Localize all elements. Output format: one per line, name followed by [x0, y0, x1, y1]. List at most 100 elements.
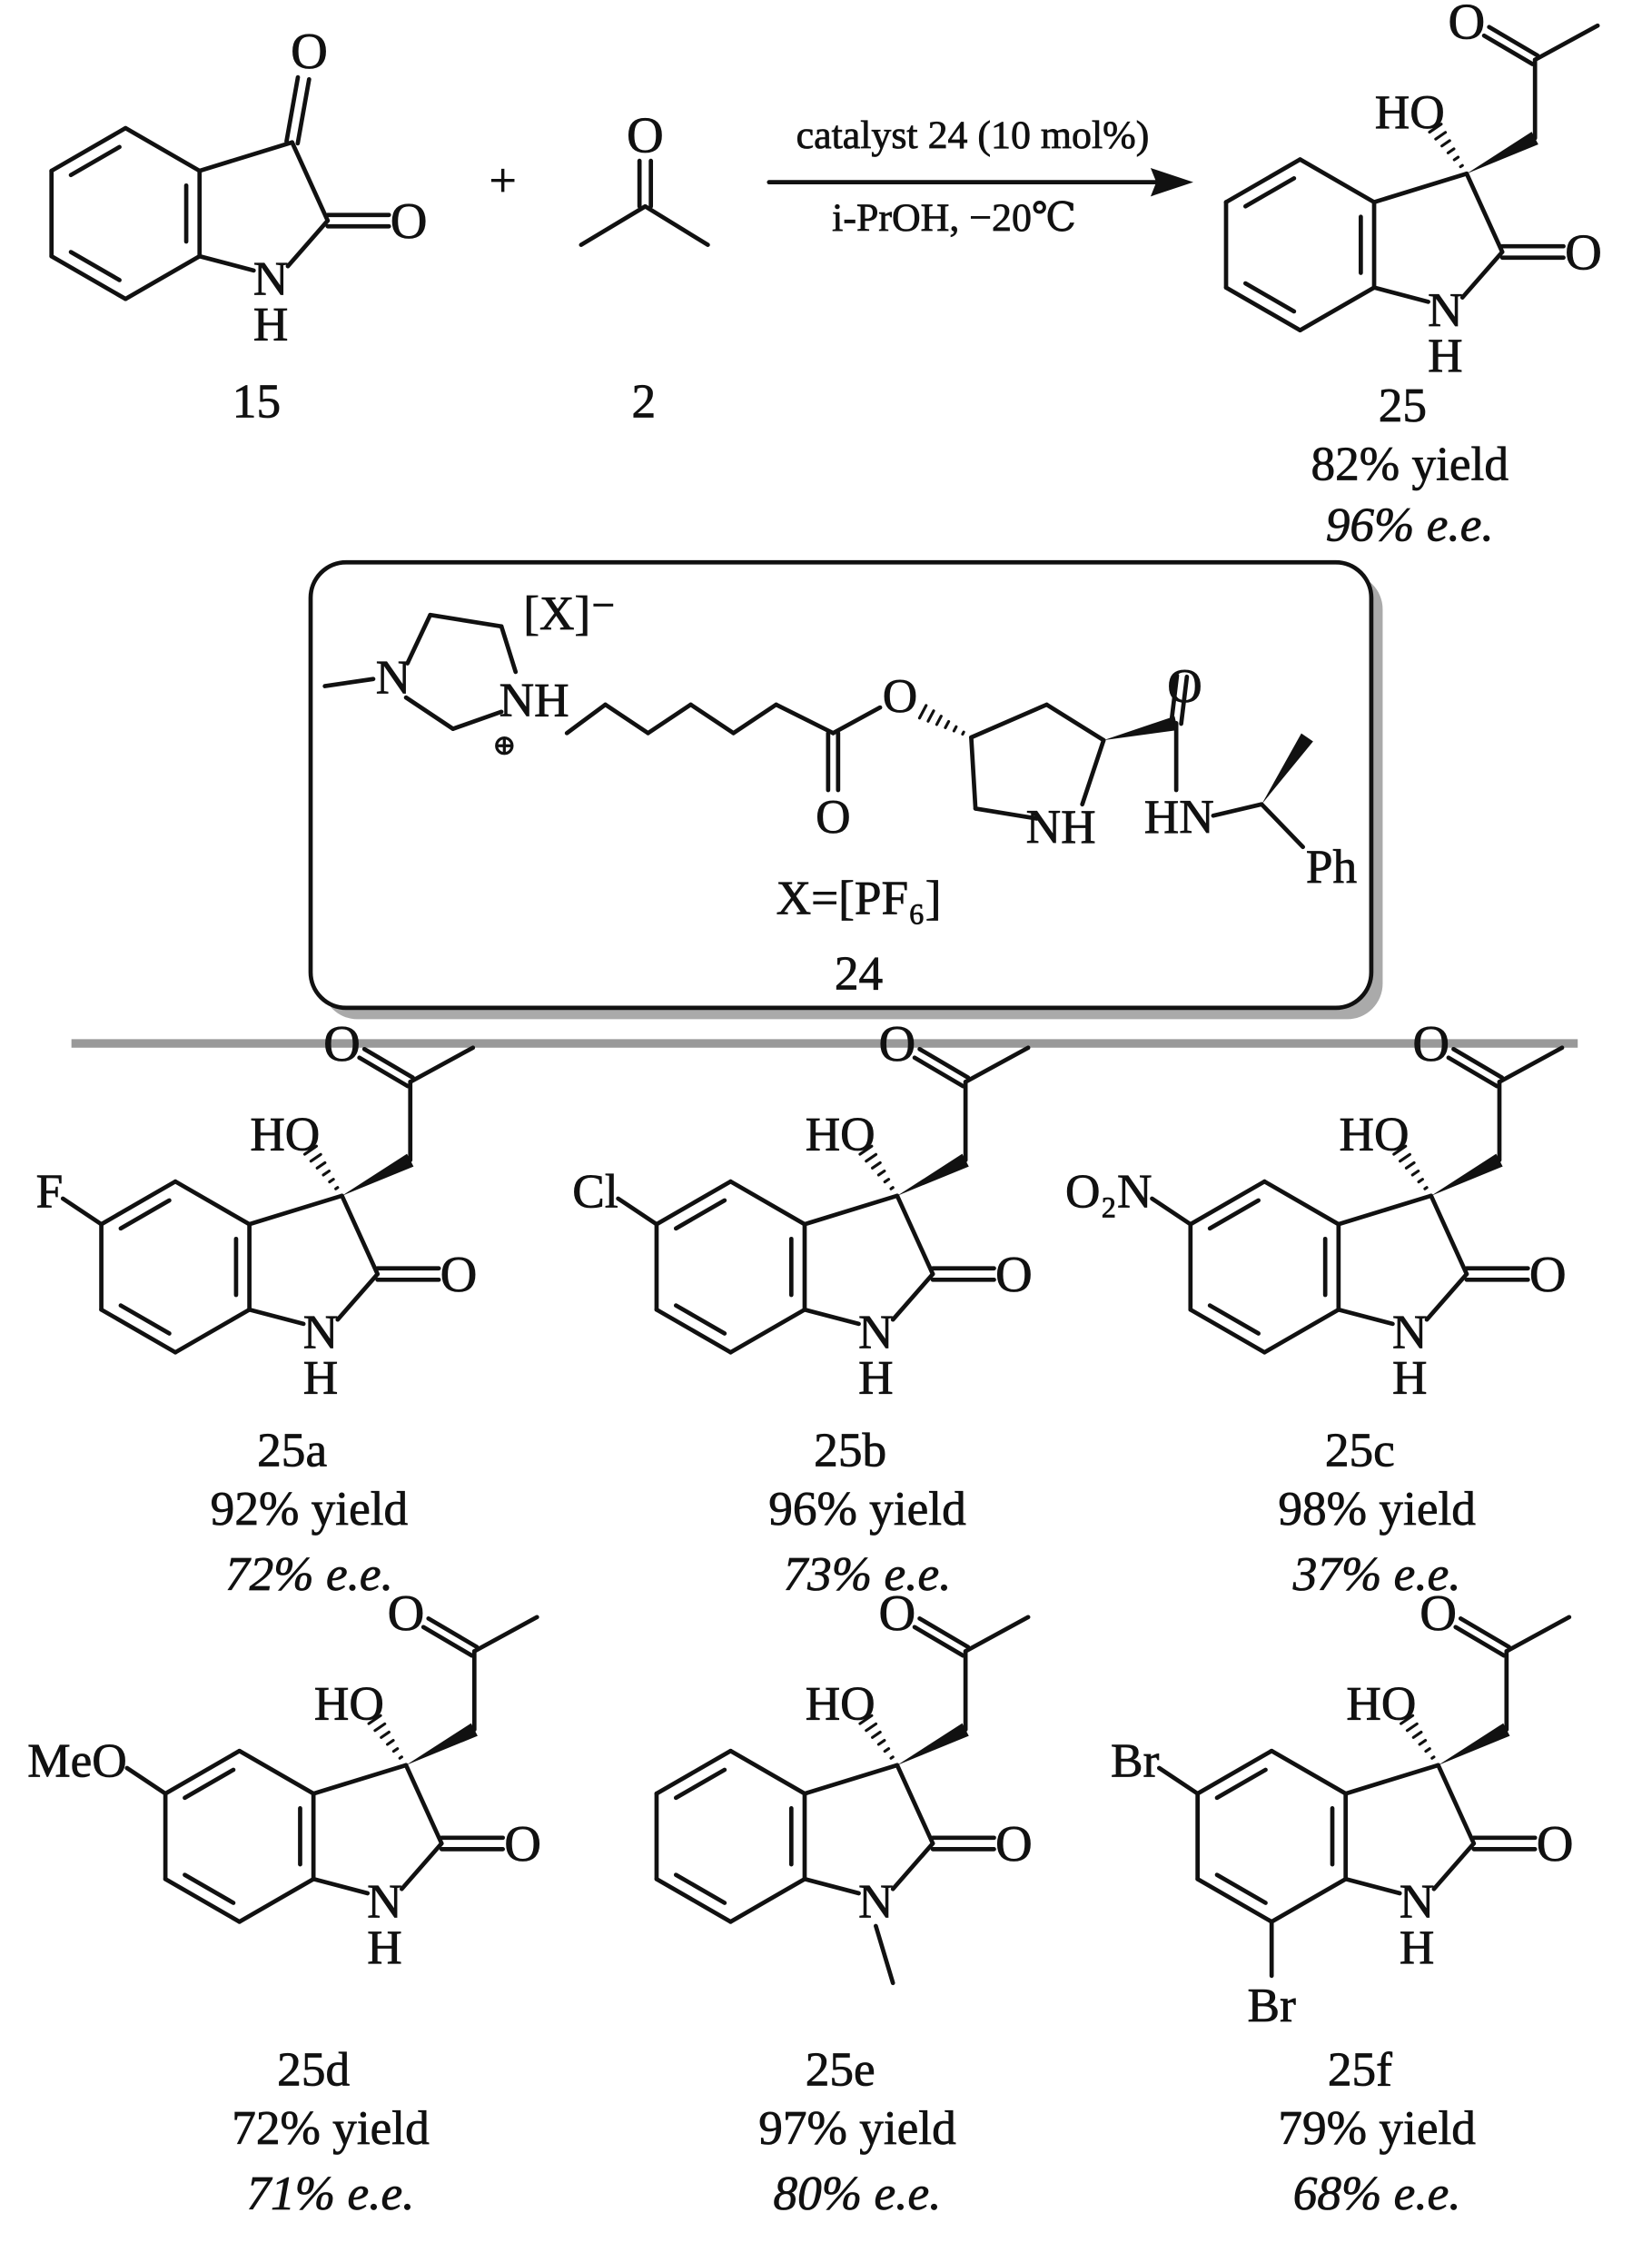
- ring-bond: [405, 612, 433, 666]
- inner-double-bond: [1243, 281, 1297, 314]
- ketone-bond: [1481, 33, 1535, 66]
- ketone-oxygen: O: [879, 1585, 916, 1642]
- nitrogen-label: N: [858, 1306, 893, 1359]
- ring-bond: [1429, 1193, 1469, 1277]
- nh-plus-label: NH: [500, 674, 569, 727]
- inner-double-bond: [68, 144, 122, 178]
- hash-line: [1446, 147, 1456, 154]
- c3-carbonyl-bond: [284, 74, 301, 144]
- hash-line: [1424, 1747, 1431, 1753]
- ring-bond: [1459, 250, 1505, 300]
- hash-line: [373, 1722, 387, 1733]
- ring-bond: [895, 1763, 935, 1846]
- inner-double-bond: [183, 1872, 236, 1905]
- hash-line: [1399, 1152, 1411, 1163]
- ring-bond: [1336, 1307, 1395, 1327]
- benzene-bond: [728, 1748, 807, 1796]
- hash-line: [1459, 163, 1464, 169]
- plus-sign: +: [490, 153, 517, 207]
- hash-line: [1410, 1169, 1420, 1177]
- ketone-oxygen: O: [1412, 1016, 1449, 1072]
- hydroxyl-label: HO: [1340, 1108, 1410, 1161]
- substituent-bond: [124, 1765, 168, 1796]
- c5-substituent-label: Br: [1111, 1733, 1160, 1787]
- hydroxyl-hashed-bond: [858, 1144, 895, 1190]
- carbonyl-oxygen: O: [1529, 1247, 1567, 1303]
- inner-double-bond: [1214, 1767, 1268, 1801]
- compound-label: 25e: [806, 2043, 875, 2097]
- ring-bond: [197, 140, 294, 173]
- hash-line: [1400, 1714, 1415, 1725]
- benzene-bond: [654, 1748, 733, 1796]
- catalyst-box: [308, 559, 1374, 1011]
- carbonyl-oxygen: O: [995, 1816, 1033, 1872]
- hash-line: [858, 1144, 874, 1156]
- carbonyl-oxygen: O: [504, 1816, 541, 1872]
- hash-line: [1405, 1722, 1419, 1733]
- hydroxyl-hashed-bond: [1400, 1714, 1436, 1760]
- ketone-bond: [1458, 1616, 1511, 1650]
- ring-bond: [802, 1876, 861, 1896]
- ch2-wedge-bond: [1438, 1723, 1510, 1765]
- compound-label: 25a: [257, 1424, 327, 1477]
- nh-hydrogen-label: H: [253, 298, 288, 351]
- ring-bond: [1044, 702, 1106, 743]
- ring-bond: [311, 1763, 409, 1796]
- hash-line: [1440, 139, 1451, 148]
- compound-label-15: 15: [232, 374, 281, 428]
- c3-carbonyl-bond: [295, 76, 312, 146]
- hash-line: [321, 1169, 331, 1177]
- ring-bond: [290, 140, 331, 223]
- bond: [579, 203, 648, 247]
- benzene-bond: [1195, 1748, 1274, 1796]
- hash-line: [367, 1714, 382, 1725]
- ketone-bond: [361, 1046, 415, 1081]
- benzene-bond: [49, 125, 128, 173]
- hash-line: [926, 709, 935, 723]
- methyl-bond: [1497, 1045, 1565, 1084]
- hash-line: [865, 1722, 878, 1733]
- c3-oxygen: O: [291, 24, 328, 80]
- hash-line: [917, 704, 928, 720]
- ester-oxygen-label: O: [883, 669, 917, 723]
- benzene-bond: [123, 253, 203, 301]
- hash-line: [309, 1152, 322, 1163]
- compound-label: 25b: [814, 1424, 886, 1477]
- ring-bond: [311, 1876, 371, 1896]
- benzene-bond: [49, 253, 128, 301]
- hash-line: [961, 730, 965, 736]
- methyl-bond: [408, 1045, 476, 1084]
- benzene-bond: [654, 1307, 733, 1355]
- hash-line: [1428, 123, 1443, 134]
- hash-line: [1411, 1730, 1423, 1739]
- methyl-bond: [963, 1045, 1031, 1084]
- substituent-bond: [60, 1196, 104, 1227]
- hash-line: [398, 1755, 403, 1760]
- ring-bond: [247, 1193, 344, 1227]
- hash-line: [876, 1169, 886, 1177]
- ketone-bond: [912, 1055, 965, 1089]
- substituent-bond: [1150, 1196, 1193, 1227]
- ester-carbonyl-oxygen: O: [816, 790, 850, 844]
- ketone-bond: [917, 1616, 971, 1650]
- hydroxyl-label: HO: [806, 1677, 875, 1731]
- chain-bond: [731, 702, 778, 736]
- ester-hashed-bond: [917, 704, 965, 736]
- hash-line: [1417, 1178, 1424, 1184]
- benzene-bond: [99, 1179, 178, 1227]
- ketone-oxygen: O: [1449, 0, 1486, 50]
- yield-label: 79% yield: [1278, 2101, 1476, 2155]
- hydroxyl-hashed-bond: [1428, 123, 1464, 169]
- hash-line: [1404, 1161, 1416, 1170]
- hash-line: [889, 1186, 895, 1190]
- ring-bond: [802, 1763, 900, 1796]
- inner-double-bond: [673, 1872, 727, 1905]
- carbonyl-oxygen: O: [440, 1247, 478, 1303]
- product-ee: 96% e.e.: [1326, 499, 1494, 552]
- methyl-bond: [963, 1615, 1031, 1654]
- acetone-2: O: [579, 107, 710, 247]
